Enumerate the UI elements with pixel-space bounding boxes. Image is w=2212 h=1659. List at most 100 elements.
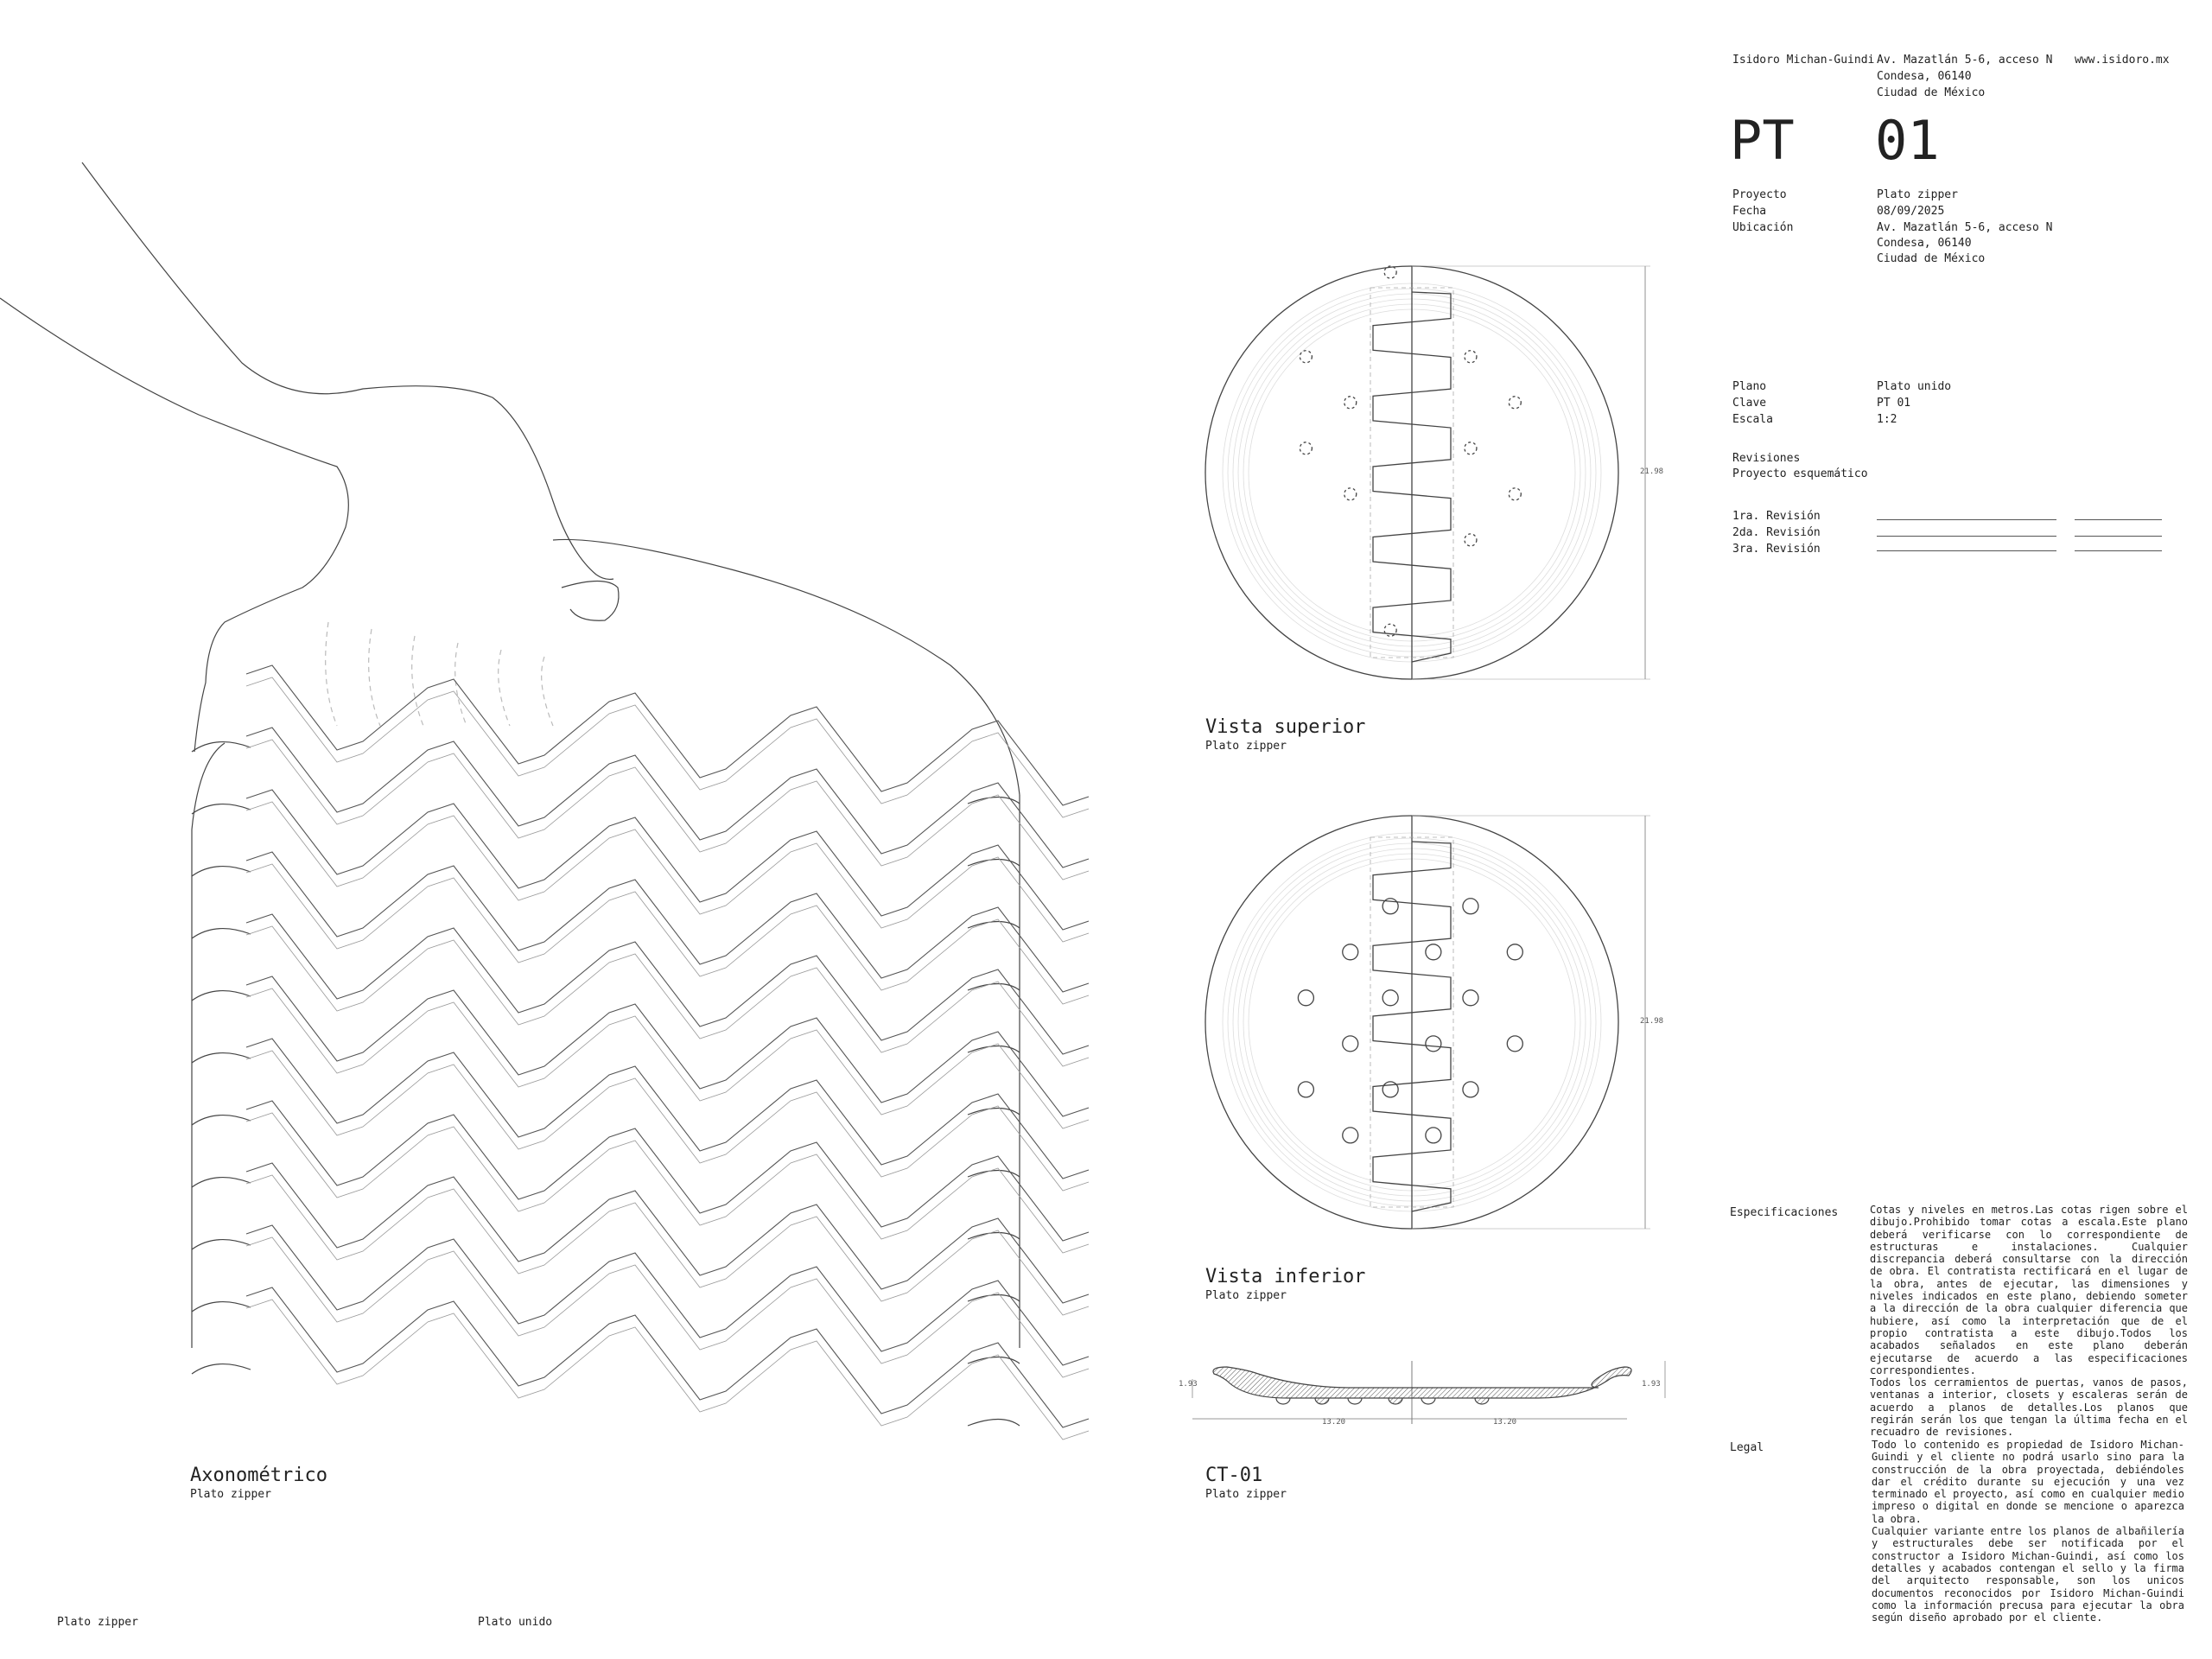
location-value-3: Ciudad de México [1877,252,1986,265]
plate-rim-right [967,1045,1020,1053]
foot-circle [1464,533,1478,547]
thumb-outline [561,580,620,621]
plate-rim-left [191,1114,251,1126]
plate-rim-left [191,927,251,939]
foot-circle [1297,1081,1315,1098]
zipper-layer [245,789,1090,931]
legal-text: Todo lo contenido es propiedad de Isidor… [1872,1439,2184,1624]
header-address-1: Av. Mazatlán 5-6, acceso N [1877,54,2053,67]
zipper-layer-edge [245,1236,1090,1378]
plate-rim-right [967,1356,1020,1364]
hand-outline-lower [0,297,349,753]
hidden-finger-line [325,621,338,727]
section-foot [1474,1397,1490,1405]
location-value: Av. Mazatlán 5-6, acceso N [1877,221,2053,234]
specs-text: Cotas y niveles en metros.Las cotas rige… [1870,1204,2188,1439]
zipper-layer [245,1287,1090,1428]
revision-1-date-line [2075,519,2162,520]
plate-rim-right [967,1169,1020,1178]
plate-rim-left [191,989,251,1001]
revision-2-line [1877,536,2056,537]
axonometric-subtitle: Plato zipper [190,1488,271,1501]
bottom-view-subtitle: Plato zipper [1205,1289,1287,1302]
zipper-layer-edge [245,1112,1090,1254]
section-foot [1421,1397,1436,1405]
specs-paragraph-1: Cotas y niveles en metros.Las cotas rige… [1870,1204,2188,1376]
revision-3-label: 3ra. Revisión [1732,543,1821,556]
zipper-layer [245,851,1090,993]
section-width-left: 13.20 [1322,1418,1345,1427]
revision-1-line [1877,519,2056,520]
zipper-layer-edge [245,677,1090,818]
section-foot [1347,1397,1363,1405]
zipper-layer [245,1224,1090,1366]
plate-top-edge [552,538,1020,796]
plan-label: Plano [1732,380,1767,393]
foot-circle [1425,1127,1442,1144]
section-foot [1275,1397,1291,1405]
foot-circle [1425,944,1442,961]
foot-circle [1462,898,1479,915]
foot-circle [1508,396,1522,410]
zipper-layer [245,1100,1090,1242]
location-label: Ubicación [1732,221,1794,234]
zipper-layer [245,976,1090,1117]
foot-circle [1299,442,1313,455]
foot-circle [1382,989,1399,1007]
section-height-right: 1.93 [1642,1380,1661,1389]
section-subtitle: Plato zipper [1205,1488,1287,1501]
key-value: PT 01 [1877,397,1911,410]
header-address-2: Condesa, 06140 [1877,70,1972,83]
hidden-finger-line [541,656,554,727]
foot-circle [1464,442,1478,455]
foot-circle [1462,989,1479,1007]
plate-rim-right [967,982,1020,991]
revision-2-date-line [2075,536,2162,537]
plate-rim-right [967,858,1020,867]
specs-paragraph-2: Todos los cerramientos de puertas, vanos… [1870,1376,2188,1439]
zipper-layer [245,664,1090,806]
plate-rim-right [967,1418,1020,1427]
foot-circle [1342,1035,1359,1052]
foot-circle [1464,350,1478,364]
zipper-teeth [1372,841,1452,1212]
zipper-layer [245,1038,1090,1179]
zipper-layer-edge [245,739,1090,880]
date-label: Fecha [1732,205,1767,218]
plate-rim-right [967,920,1020,929]
footer-left: Plato zipper [57,1616,138,1629]
zipper-layer [245,727,1090,868]
plate-rim-right [967,1107,1020,1116]
foot-circle [1297,989,1315,1007]
hidden-finger-line [411,635,424,727]
zipper-teeth [1372,291,1452,663]
bottom-view-drawing [1205,815,1650,1230]
specs-label: Especificaciones [1730,1206,1839,1219]
zipper-layer-edge [245,925,1090,1067]
sheet-code-prefix: PT [1730,109,1795,172]
section-foot [1314,1397,1330,1405]
author-name: Isidoro Michan-Guindi [1732,54,1875,67]
website-link[interactable]: www.isidoro.mx [2075,54,2170,67]
section-foot [1388,1397,1403,1405]
foot-circle [1383,265,1397,279]
scale-value: 1:2 [1877,413,1897,426]
project-value: Plato zipper [1877,188,1958,201]
scale-label: Escala [1732,413,1773,426]
bottom-view-title: Vista inferior [1205,1266,1366,1287]
hidden-finger-line [368,628,381,727]
key-label: Clave [1732,397,1767,410]
plate-rim-left [191,1176,251,1188]
zipper-layer [245,1162,1090,1304]
zipper-layer-edge [245,863,1090,1005]
zipper-layer [245,913,1090,1055]
header-address-3: Ciudad de México [1877,86,1986,99]
foot-circle [1506,944,1523,961]
foot-circle [1344,396,1357,410]
hidden-teeth-outline [1370,287,1454,658]
section-width-right: 13.20 [1493,1418,1516,1427]
hand-outline-upper [81,162,614,581]
location-value-2: Condesa, 06140 [1877,237,1972,250]
foot-circle [1383,623,1397,637]
hidden-finger-line [498,649,511,727]
